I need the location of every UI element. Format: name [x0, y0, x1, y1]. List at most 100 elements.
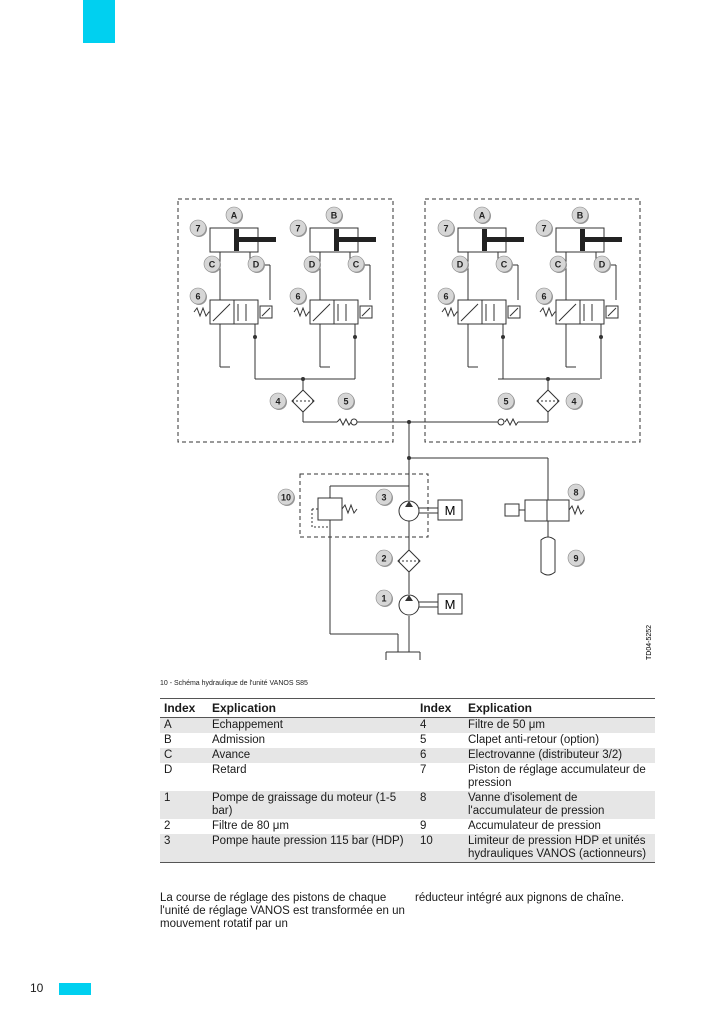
svg-text:C: C [555, 260, 562, 270]
cell-explication: Admission [212, 734, 266, 746]
svg-text:4: 4 [275, 397, 280, 407]
badge-piston: 7 [189, 219, 207, 237]
header-explication-2: Explication [464, 698, 655, 718]
badge-limiter: 10 [277, 488, 295, 506]
svg-text:8: 8 [573, 488, 578, 498]
svg-text:4: 4 [571, 397, 576, 407]
filter-80-icon [397, 549, 421, 573]
badge-valve: 6 [437, 287, 455, 305]
cell-explication: Limiteur de pression HDP et unités hydra… [464, 834, 655, 863]
filter-right-icon [536, 389, 560, 413]
cell-index: 8 [416, 791, 464, 819]
cell-index: 5 [420, 734, 427, 746]
cell-explication: Filtre de 80 μm [212, 820, 289, 832]
badge-oil-pump: 1 [375, 589, 393, 607]
badge-port: A [225, 206, 243, 224]
badge-port-low: C [203, 255, 221, 273]
badge-port: B [325, 206, 343, 224]
isolation-valve-right [546, 499, 570, 522]
cell-explication: Pompe haute pression 115 bar (HDP) [208, 834, 416, 863]
motor-oil-icon [437, 593, 463, 615]
check-valve-right-icon [497, 418, 505, 426]
cell-index: 1 [160, 791, 208, 819]
badge-filter-80: 2 [375, 549, 393, 567]
cell-index: A [160, 717, 208, 733]
badge-filter-right: 4 [565, 392, 583, 410]
vanos-unit-right-frame [424, 198, 641, 443]
badge-port-low: D [593, 255, 611, 273]
badge-valve: 6 [289, 287, 307, 305]
cell-explication: Pompe de graissage du moteur (1-5 bar) [208, 791, 416, 819]
motor-label-1: M [445, 503, 456, 518]
svg-text:7: 7 [295, 224, 300, 234]
check-valve-left-icon [350, 418, 358, 426]
limiter-frame [299, 473, 429, 538]
svg-text:C: C [353, 260, 360, 270]
vanos-units [193, 227, 622, 379]
piston-rod [584, 237, 622, 242]
badge-hp-pump: 3 [375, 488, 393, 506]
pressure-limiter-icon [317, 497, 343, 521]
svg-text:A: A [231, 211, 238, 221]
vanos-block-2 [441, 227, 524, 379]
check-valve-left-spring [336, 417, 352, 427]
badge-piston: 7 [289, 219, 307, 237]
badge-port-low: C [495, 255, 513, 273]
cell-index: C [160, 748, 208, 763]
cell-index: B [164, 734, 172, 746]
svg-text:D: D [309, 260, 316, 270]
badge-port-low: C [549, 255, 567, 273]
svg-text:6: 6 [541, 292, 546, 302]
figure-code: TD04-5252 [646, 625, 653, 660]
badge-port-low: D [451, 255, 469, 273]
svg-text:7: 7 [195, 224, 200, 234]
badge-check-right: 5 [497, 392, 515, 410]
cell-index: 9 [420, 820, 427, 832]
svg-text:1: 1 [381, 594, 386, 604]
header-explication-1: Explication [208, 698, 416, 718]
supply-lines [255, 378, 600, 660]
vanos-unit-left-frame [177, 198, 394, 443]
badge-piston: 7 [437, 219, 455, 237]
valve-solenoid-icon [504, 503, 520, 517]
badge-port: B [571, 206, 589, 224]
cell-explication: Echappement [208, 717, 416, 733]
cell-index: 10 [416, 834, 464, 863]
vanos-block-0 [193, 227, 276, 379]
cell-explication: Filtre de 50 μm [464, 717, 655, 733]
cell-index: 3 [160, 834, 208, 863]
cell-index: D [164, 764, 173, 776]
badge-filter-left: 4 [269, 392, 287, 410]
svg-text:7: 7 [443, 224, 448, 234]
svg-text:7: 7 [541, 224, 546, 234]
motor-hp-icon [437, 499, 463, 521]
svg-text:2: 2 [381, 554, 386, 564]
motor-label-2: M [445, 597, 456, 612]
svg-text:6: 6 [443, 292, 448, 302]
badge-valve: 6 [189, 287, 207, 305]
badge-valve: 6 [535, 287, 553, 305]
cell-index: 4 [416, 717, 464, 733]
page-number: 10 [30, 981, 44, 995]
body-text-right: réducteur intégré aux pignons de chaîne. [415, 892, 625, 904]
accumulator-icon [540, 536, 556, 576]
svg-text:B: B [331, 211, 338, 221]
cell-explication: Clapet anti-retour (option) [468, 734, 600, 746]
table-header-row: Index Explication Index Explication [160, 698, 655, 718]
table-row: B Admission 5 Clapet anti-retour (option) [160, 733, 655, 748]
body-text-left: La course de réglage des pistons de chaq… [160, 892, 405, 930]
cell-explication: Piston de réglage accumulateur de pressi… [468, 764, 646, 789]
isolation-valve-left [524, 499, 548, 522]
svg-text:3: 3 [381, 493, 386, 503]
figure-caption: 10 - Schéma hydraulique de l'unité VANOS… [160, 680, 308, 687]
piston-rod [338, 237, 376, 242]
cell-explication: Vanne d'isolement de l'accumulateur de p… [464, 791, 655, 819]
